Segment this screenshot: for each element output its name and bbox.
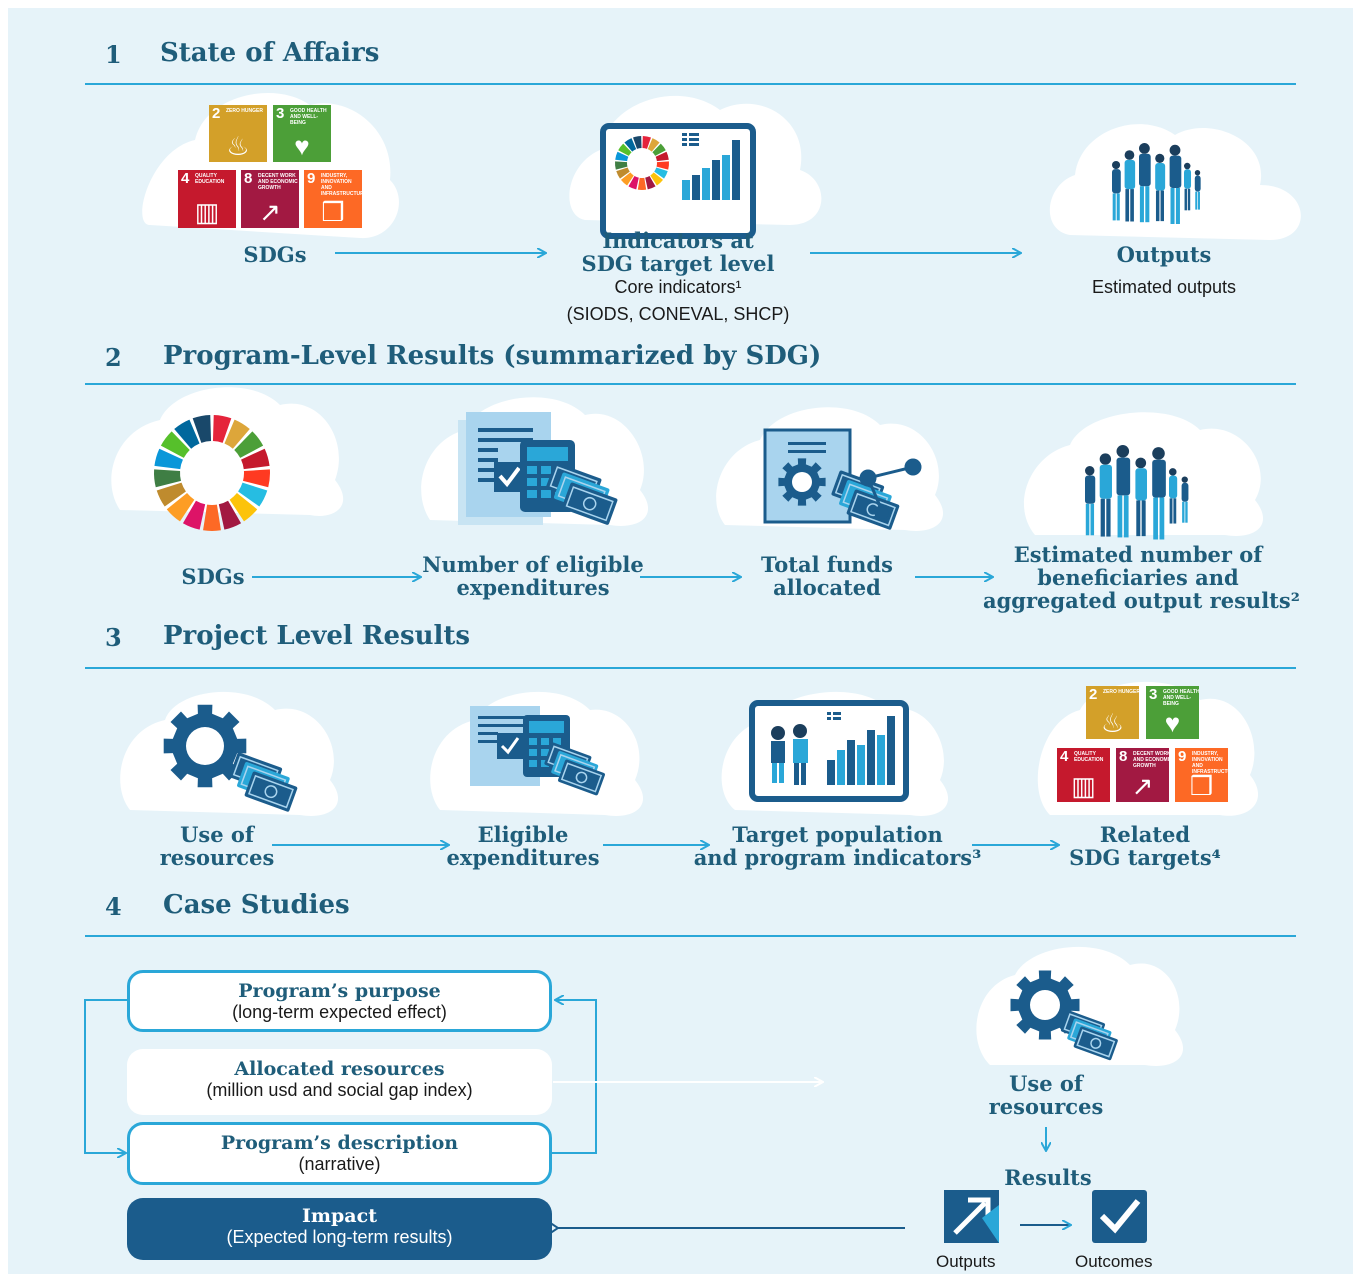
document-calculator-icon-small <box>470 706 605 796</box>
section-4-number: 4 <box>105 892 122 921</box>
book-icon: ▥ <box>194 197 220 227</box>
s1-outputs-label: Outputs <box>1116 242 1212 267</box>
impact-sub: (Expected long-term results) <box>226 1227 453 1247</box>
gear-money-icon-2 <box>1010 970 1118 1061</box>
impact-title: Impact <box>302 1205 377 1227</box>
s4-results-label: Results <box>1004 1165 1092 1190</box>
s3-target-label-2: and program indicators³ <box>693 845 982 870</box>
money-icon <box>1060 1010 1118 1061</box>
section-2-number: 2 <box>105 343 122 372</box>
s4-outcomes-label: Outcomes <box>1075 1252 1153 1271</box>
section-3-rule <box>85 667 1296 669</box>
growth-chart-icon: ↗ <box>259 197 281 227</box>
s3-eligible-label-1: Eligible <box>477 822 569 847</box>
s1-indicators-label-1: Indicators at <box>602 228 754 253</box>
s3-use-label-2: resources <box>159 845 275 870</box>
section-3-title: Project Level Results <box>163 621 471 651</box>
s4-use-label-2: resources <box>988 1094 1104 1119</box>
program-description-box: Program’s description (narrative) <box>127 1122 552 1185</box>
people-group-icon <box>1085 445 1189 540</box>
money-icon <box>544 742 605 796</box>
s3-eligible-label-2: expenditures <box>446 845 600 870</box>
section-4-rule <box>85 935 1296 937</box>
bowl-icon: ♨ <box>226 131 250 161</box>
book-icon: ▥ <box>1071 771 1096 801</box>
program-purpose-box: Program’s purpose (long-term expected ef… <box>127 970 552 1032</box>
allocated-resources-box: Allocated resources (million usd and soc… <box>127 1049 552 1115</box>
sdg-wheel-icon <box>154 415 270 532</box>
s2-sdgs-label: SDGs <box>181 564 245 589</box>
section-1-number: 1 <box>105 40 122 69</box>
s3-related-label-1: Related <box>1099 822 1191 847</box>
outcomes-icon <box>1092 1190 1147 1243</box>
money-icon <box>229 752 298 812</box>
presentation-monitor-icon <box>749 700 909 802</box>
s2-beneficiaries-label-2: beneficiaries and <box>1037 565 1239 590</box>
cubes-icon: ❒ <box>1189 771 1214 801</box>
program-purpose-sub: (long-term expected effect) <box>232 1002 447 1022</box>
impact-box: Impact (Expected long-term results) <box>127 1198 552 1260</box>
s4-outputs-label: Outputs <box>936 1252 996 1271</box>
section-3-number: 3 <box>105 623 122 652</box>
connector-purpose-to-description <box>84 999 128 1153</box>
section-2-title: Program-Level Results (summarized by SDG… <box>163 341 822 371</box>
allocated-resources-title: Allocated resources <box>234 1058 445 1080</box>
s4-use-label-1: Use of <box>1009 1071 1083 1096</box>
people-group-icon <box>1112 143 1201 224</box>
section-2-rule <box>85 383 1296 385</box>
s1-sdgs-label: SDGs <box>243 242 307 267</box>
section-1-title: State of Affairs <box>160 38 380 68</box>
cubes-icon: ❒ <box>321 197 345 227</box>
allocated-resources-sub: (million usd and social gap index) <box>206 1080 473 1100</box>
growth-chart-icon: ↗ <box>1131 771 1154 801</box>
program-purpose-title: Program’s purpose <box>238 980 441 1002</box>
s3-target-label-1: Target population <box>732 822 943 847</box>
section-4-title: Case Studies <box>163 890 350 920</box>
connector-description-to-purpose <box>552 1000 597 1154</box>
dashboard-monitor-icon <box>600 123 756 239</box>
bowl-icon: ♨ <box>1100 708 1125 738</box>
s3-related-label-2: SDG targets⁴ <box>1069 845 1221 870</box>
s2-beneficiaries-label-3: aggregated output results² <box>983 588 1300 613</box>
gear-money-icon <box>163 704 298 812</box>
heartbeat-icon: ♥ <box>1164 708 1181 738</box>
s2-beneficiaries-label-1: Estimated number of <box>1013 542 1263 567</box>
s2-expenditures-label-2: expenditures <box>456 575 610 600</box>
s2-funds-label-2: allocated <box>773 575 881 600</box>
s1-outputs-sub: Estimated outputs <box>1091 277 1237 297</box>
heartbeat-icon: ♥ <box>294 131 310 161</box>
s1-indicators-sub-2: (SIODS, CONEVAL, SHCP) <box>566 304 790 324</box>
s1-indicators-sub-1: Core indicators¹ <box>614 277 742 297</box>
program-description-title: Program’s description <box>220 1132 459 1154</box>
money-icon <box>545 462 618 525</box>
document-calculator-icon <box>458 412 618 525</box>
s2-funds-label-1: Total funds <box>761 552 893 577</box>
s1-indicators-label-2: SDG target level <box>581 251 775 276</box>
s3-use-label-1: Use of <box>180 822 254 847</box>
section-1-rule <box>85 83 1296 85</box>
outputs-icon <box>944 1190 999 1243</box>
s2-expenditures-label-1: Number of eligible <box>422 552 644 577</box>
cloud-use-4 <box>976 946 1184 1066</box>
gear-document-icon <box>763 428 922 530</box>
program-description-sub: (narrative) <box>298 1154 381 1174</box>
